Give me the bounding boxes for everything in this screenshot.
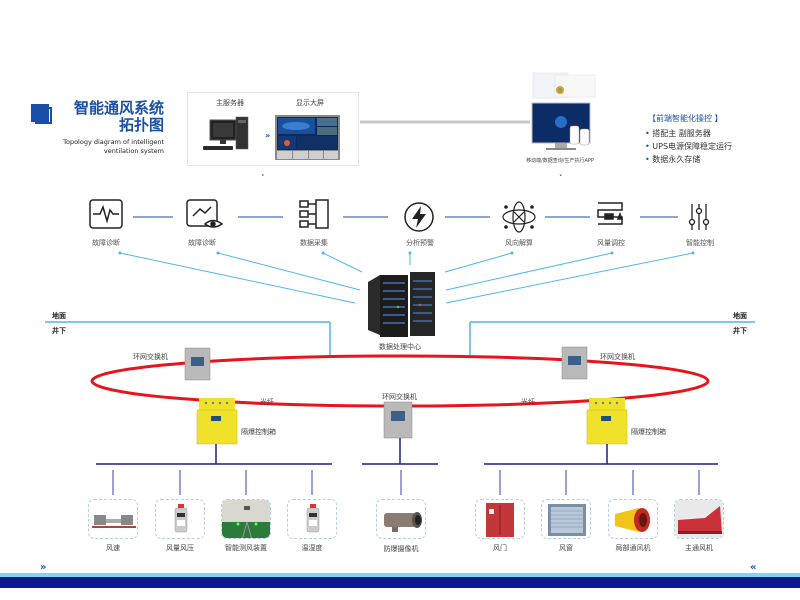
device-card-temp-humidity <box>287 499 337 539</box>
underground-label-right: 井下 <box>733 327 747 335</box>
explosion-proof-controller-left <box>196 398 238 445</box>
link-arrowheads <box>118 251 695 255</box>
main-fan-icon <box>675 500 723 538</box>
device-card-air-window <box>541 499 591 539</box>
airflow-pressure-sensor-icon <box>174 504 188 533</box>
temp-humidity-sensor-icon <box>306 504 320 533</box>
feature-item: UPS电源保障稳定运行 <box>645 140 732 153</box>
chevron-down-icon-right: ˅ <box>559 174 563 182</box>
subtitle-line-2: ventilation system <box>103 147 164 155</box>
device-buses <box>96 438 718 465</box>
device-label-airflow-pressure: 风量风压 <box>166 544 194 552</box>
chevron-down-icon: ˅ <box>261 174 265 182</box>
footer-chevron-right-icon: » <box>40 562 47 573</box>
device-card-air-door <box>475 499 525 539</box>
device-drop-lines <box>112 470 700 495</box>
device-label-temp-humidity: 温湿度 <box>301 544 323 552</box>
main-server-label: 主服务器 <box>216 99 244 107</box>
device-card-camera <box>376 499 426 539</box>
data-collection-icon <box>299 199 329 229</box>
device-label-smart-wind-device: 智能测风装置 <box>225 544 267 552</box>
arrow-right-icon: » <box>265 131 270 140</box>
display-wall-label: 显示大屏 <box>296 99 324 107</box>
function-label-wind-direction: 风向解算 <box>505 239 533 247</box>
wind-speed-sensor-icon <box>92 515 136 528</box>
air-door-icon <box>486 503 514 537</box>
device-card-smart-wind-device <box>221 499 271 539</box>
footer-chevron-left-icon: « <box>750 562 757 573</box>
title-line-2: 拓扑图 <box>118 116 164 134</box>
feature-item: 数据永久存储 <box>645 153 732 166</box>
device-label-camera: 防爆摄像机 <box>383 545 419 553</box>
data-center-label: 数据处理中心 <box>379 343 421 351</box>
controller-label-left: 隔爆控制箱 <box>241 428 276 436</box>
device-label-local-fan: 局部通风机 <box>615 544 651 552</box>
ring-switch-center <box>383 401 413 439</box>
explosion-proof-controller-right <box>586 398 628 445</box>
device-label-air-window: 风窗 <box>559 544 573 552</box>
monitoring-software-icon <box>531 72 596 150</box>
features-title: 【前端智能化操控 】 <box>648 114 723 123</box>
mobile-app-label: 移动端/数据查询/生产执行APP <box>526 158 594 164</box>
local-fan-icon <box>615 508 650 532</box>
data-center-links <box>119 252 694 304</box>
device-label-main-fan: 主通风机 <box>685 544 713 552</box>
surface-label-right: 地面 <box>733 312 747 320</box>
function-label-data-collection: 数据采集 <box>300 239 328 247</box>
ring-switch-left <box>184 347 211 381</box>
features-list: 搭配主 副服务器 UPS电源保障稳定运行 数据永久存储 <box>645 127 732 166</box>
logo-icon-outline <box>35 107 52 124</box>
fiber-label-right: 光纤 <box>521 398 535 406</box>
switch-label-right: 环网交换机 <box>600 353 635 361</box>
function-label-analysis-warning: 分析预警 <box>406 239 434 247</box>
feature-item: 搭配主 副服务器 <box>645 127 732 140</box>
device-label-wind-speed: 风速 <box>106 544 120 552</box>
switch-label-left: 环网交换机 <box>133 353 168 361</box>
switch-label-center: 环网交换机 <box>382 393 417 401</box>
fiber-label-left: 光纤 <box>260 398 274 406</box>
device-card-local-fan <box>608 499 658 539</box>
footer-band-light <box>0 573 800 577</box>
function-label-fault-diagnosis: 故障诊断 <box>92 239 120 247</box>
subtitle-line-1: Topology diagram of intelligent <box>63 138 164 146</box>
desktop-pc-icon <box>203 116 249 150</box>
video-wall-icon <box>275 115 340 160</box>
server-rack-icon <box>368 272 435 337</box>
underground-label-left: 井下 <box>52 327 66 335</box>
device-card-main-fan <box>674 499 724 539</box>
device-card-wind-speed <box>88 499 138 539</box>
surface-label-left: 地面 <box>52 312 66 320</box>
page-title: 智能通风系统 拓扑图 <box>64 100 164 134</box>
sliders-icon <box>688 204 710 230</box>
eye-chart-icon <box>186 199 224 228</box>
air-window-icon <box>548 504 586 536</box>
device-label-air-door: 风门 <box>493 544 507 552</box>
controller-label-right: 隔爆控制箱 <box>631 428 666 436</box>
device-card-airflow-pressure <box>155 499 205 539</box>
title-line-1: 智能通风系统 <box>73 99 164 117</box>
function-label-airflow-control: 风量调控 <box>597 239 625 247</box>
tunnel-wind-device-icon <box>222 500 270 538</box>
airflow-control-icon <box>597 202 624 225</box>
waveform-monitor-icon <box>89 199 123 229</box>
function-label-smart-control: 智能控制 <box>686 239 714 247</box>
explosion-proof-camera-icon <box>384 512 422 532</box>
ring-switch-right <box>561 346 588 380</box>
page-subtitle: Topology diagram of intelligent ventilat… <box>40 138 164 156</box>
function-label-fault-diagnosis-2: 故障诊断 <box>188 239 216 247</box>
footer-band-dark <box>0 577 800 588</box>
lightning-alert-icon <box>404 202 434 232</box>
atom-wind-icon <box>502 201 536 233</box>
